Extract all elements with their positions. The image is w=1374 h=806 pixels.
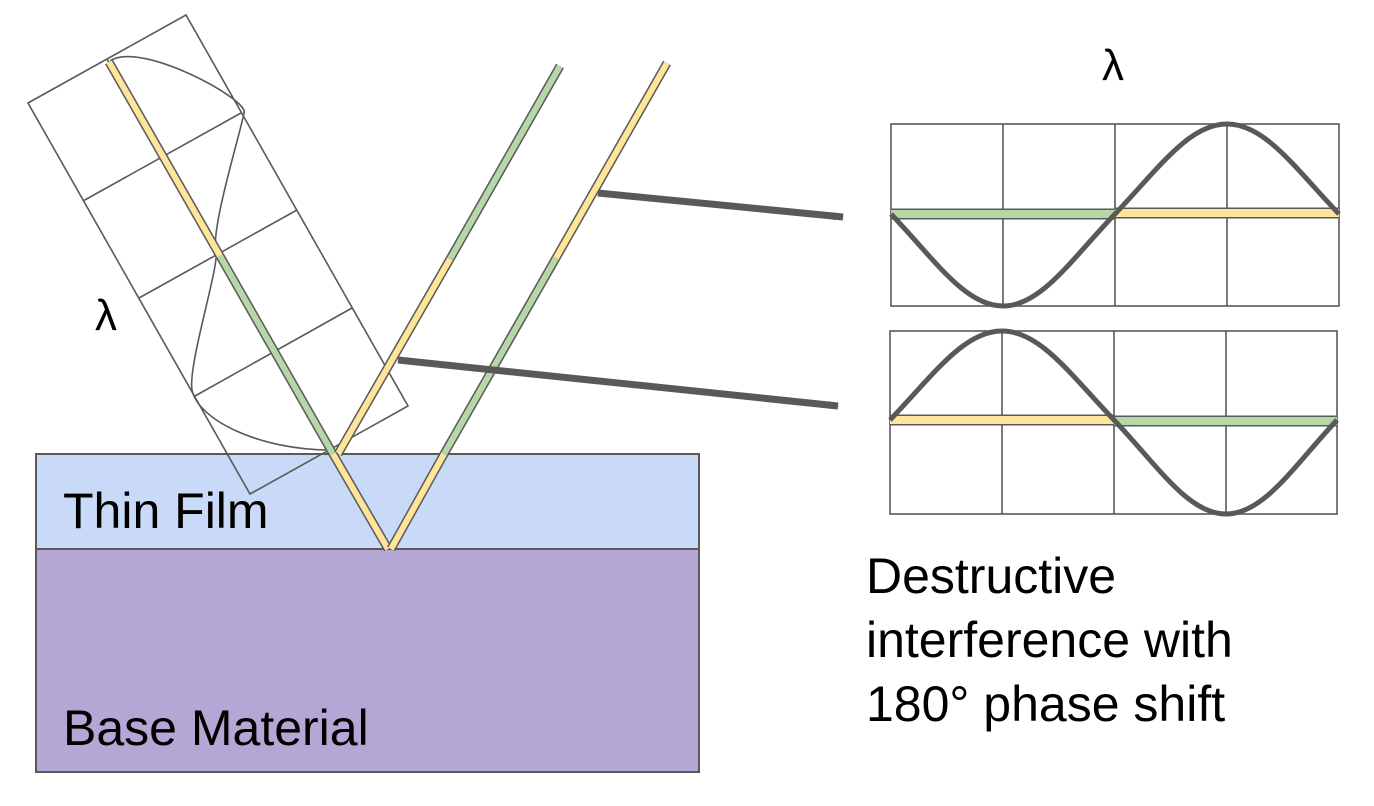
base-material-label: Base Material [63, 700, 369, 756]
reflected-ray-2 [440, 60, 671, 457]
top-wave-panel [889, 121, 1341, 309]
top-sine-wave [889, 121, 1341, 309]
wavelength-label-top: λ [1102, 41, 1124, 90]
caption-line-2: interference with [866, 612, 1233, 668]
film-internal-ray [329, 451, 448, 552]
incident-ray [105, 59, 337, 457]
thin-film-label: Thin Film [63, 483, 269, 539]
arrow-to-top-wave [597, 189, 844, 221]
base-material-layer [35, 548, 700, 773]
caption-line-1: Destructive [866, 548, 1116, 604]
bottom-wave-panel [888, 328, 1339, 517]
reflected-ray-1 [334, 63, 564, 457]
wavelength-label-left: λ [95, 291, 117, 340]
thin-film-layer [35, 453, 700, 550]
bottom-sine-wave [888, 328, 1339, 517]
caption-line-3: 180° phase shift [866, 676, 1225, 732]
arrow-to-bottom-wave [397, 356, 839, 410]
